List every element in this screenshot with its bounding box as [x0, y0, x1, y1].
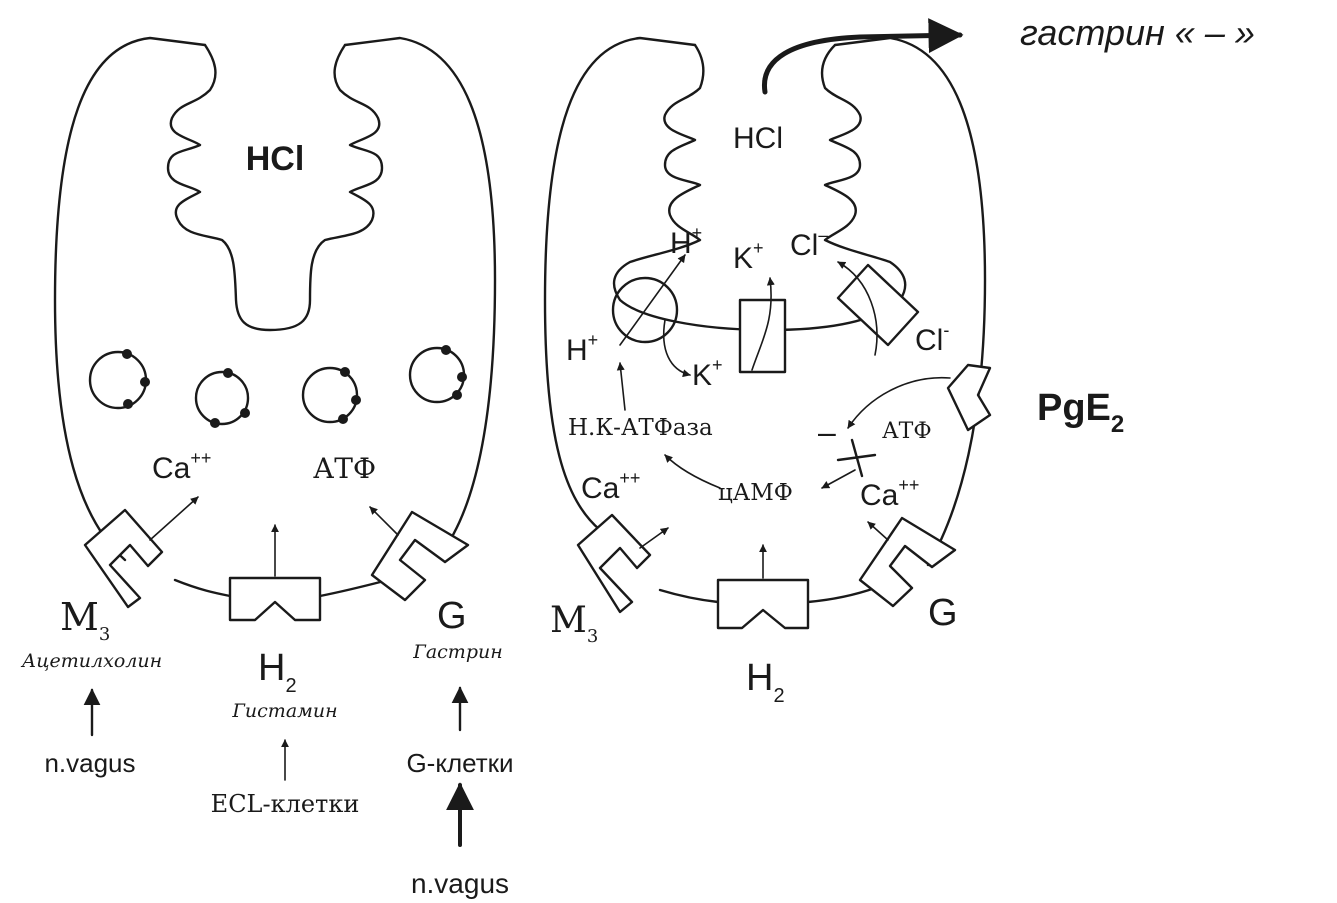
- left-h2-label: H2: [258, 647, 297, 697]
- h-left-label: H+: [566, 330, 598, 367]
- proton-pump: [611, 276, 679, 344]
- right-g-label: G: [928, 592, 958, 634]
- left-atf-label: АТФ: [313, 452, 376, 485]
- cl-right-label: Cl-: [915, 320, 949, 357]
- cl-out-arrow: [837, 261, 878, 356]
- left-m3-receptor: [83, 508, 164, 609]
- k-channel: [738, 298, 787, 374]
- gastrin-feedback-arrow: [761, 18, 964, 95]
- ecl-cells-label: ECL-клетки: [211, 790, 360, 818]
- minus-sign: –: [818, 414, 836, 450]
- right-atf-label: АТФ: [882, 419, 932, 444]
- histamine-label: Гистамин: [231, 700, 337, 722]
- right-hcl-label: HCl: [733, 122, 783, 155]
- right-ca-right-label: Ca++: [860, 475, 919, 512]
- right-cell-membrane: [543, 36, 987, 604]
- left-vesicles: [88, 345, 467, 428]
- left-m3-arrow: [149, 496, 199, 541]
- camp-label: цАМФ: [718, 480, 793, 506]
- inhibit-cross-b: [850, 438, 864, 478]
- left-g-label: G: [437, 595, 467, 637]
- gastrin-feedback-label: гастрин « – »: [1020, 12, 1255, 53]
- n-vagus-bottom-label: n.vagus: [411, 868, 509, 899]
- atf-to-camp-arrow: [821, 469, 856, 489]
- left-g-arrow: [369, 506, 399, 536]
- right-g-receptor: [858, 516, 957, 608]
- right-h2-receptor: [716, 578, 810, 630]
- g-cells-label: G-клетки: [406, 748, 513, 778]
- right-m3-arrow: [639, 527, 669, 549]
- atpase-arrow: [616, 362, 626, 411]
- pge2-inhibit-arrow: [847, 376, 951, 429]
- pge2-label: PgE2: [1037, 387, 1124, 438]
- left-hcl-label: HCl: [246, 140, 305, 178]
- h-top-label: H+: [670, 223, 702, 260]
- cl-top-label: Cl–: [790, 225, 828, 262]
- right-parietal-cell: HCl H+ K+ Cl– H+ K+ Cl- Н.К-АТФаза – АТФ…: [543, 36, 992, 707]
- acetylcholine-label: Ацетилхолин: [20, 650, 162, 672]
- right-m3-receptor: [576, 513, 652, 614]
- camp-to-atpase-arrow: [664, 454, 721, 489]
- pge2-receptor: [946, 363, 992, 432]
- left-cell-membrane: [53, 36, 497, 598]
- n-vagus-left-label: n.vagus: [44, 748, 135, 778]
- left-g-receptor: [370, 510, 470, 602]
- right-ca-left-label: Ca++: [581, 468, 640, 505]
- k-in-arrow: [663, 319, 691, 378]
- cl-channel: [836, 263, 920, 347]
- left-canaliculus: [166, 43, 384, 332]
- k-mid-label: K+: [692, 355, 723, 392]
- gastrin-label: Гастрин: [412, 641, 502, 663]
- k-out-arrow: [751, 277, 775, 371]
- left-m3-label: M3: [60, 595, 110, 645]
- right-h2-label: H2: [746, 657, 785, 707]
- right-g-arrow: [867, 521, 889, 541]
- left-h2-receptor: [228, 576, 322, 622]
- h-transport-arrow: [619, 254, 686, 346]
- k-top-label: K+: [733, 238, 764, 275]
- left-ca-label: Ca++: [152, 448, 211, 485]
- right-m3-label: M3: [550, 600, 598, 647]
- hk-atpase-label: Н.К-АТФаза: [568, 415, 713, 441]
- left-parietal-cell: HCl Ca++ АТФ M3 H2 G Ацетилхолин Гистами…: [20, 36, 514, 899]
